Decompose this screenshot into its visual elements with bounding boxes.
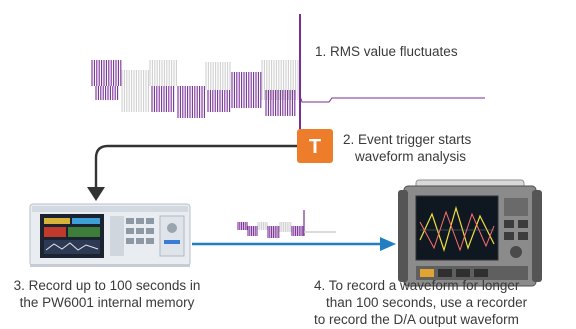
recorder-instrument xyxy=(398,179,542,287)
step4-label-line1: 4. To record a waveform for longer xyxy=(314,278,520,293)
step4-label-line2: than 100 seconds, use a recorder xyxy=(326,295,528,310)
da-output-arrowhead xyxy=(380,237,396,251)
step2-label-line1: 2. Event trigger starts xyxy=(343,132,472,147)
step4-label-line3: to record the D/A output waveform xyxy=(314,312,519,327)
step3-label-line2: the PW6001 internal memory xyxy=(19,295,195,310)
trigger-badge: T xyxy=(297,129,333,163)
recorder-screen xyxy=(415,195,499,261)
trigger-badge-letter: T xyxy=(308,136,322,158)
trigger-to-memory-arrowhead xyxy=(87,187,105,201)
post-trigger-signal xyxy=(299,95,485,103)
trigger-to-memory-arrow xyxy=(94,144,297,190)
step1-label: 1. RMS value fluctuates xyxy=(315,44,458,59)
rms-waveform xyxy=(91,60,485,118)
pw6001-instrument xyxy=(29,203,191,267)
da-output-waveform xyxy=(237,210,336,238)
step2-label-line2: waveform analysis xyxy=(355,149,467,164)
step3-label-line1: 3. Record up to 100 seconds in xyxy=(13,278,201,293)
